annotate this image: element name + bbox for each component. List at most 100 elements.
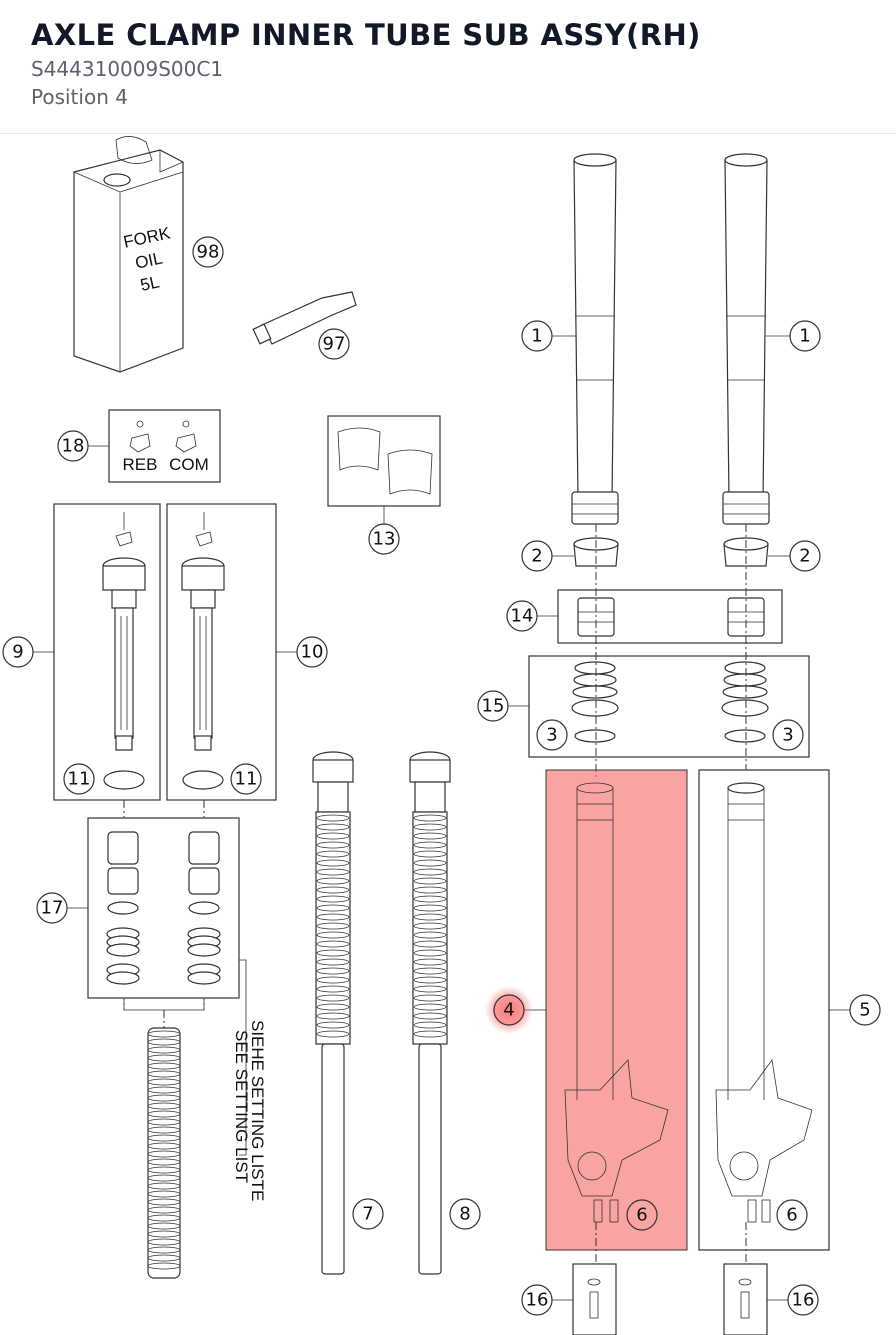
spring-coil (147, 1046, 181, 1054)
callout-11-right[interactable]: 11 (230, 763, 262, 795)
svg-text:18: 18 (62, 436, 85, 457)
seal-box[interactable] (528, 655, 810, 758)
page-title: AXLE CLAMP INNER TUBE SUB ASSY(RH) (31, 18, 701, 52)
cartridge-spring-coil (413, 814, 447, 822)
cartridge-spring-coil (413, 940, 447, 948)
cartridge-spring-coil (413, 859, 447, 867)
svg-text:16: 16 (792, 1290, 815, 1311)
callout-98[interactable]: 98 (192, 236, 224, 268)
adjuster-knobs-box[interactable]: REB COM (108, 409, 221, 483)
callout-13[interactable]: 13 (368, 523, 400, 555)
svg-text:2: 2 (531, 546, 542, 567)
svg-text:13: 13 (373, 529, 396, 550)
callout-14[interactable]: 14 (506, 600, 538, 632)
decal-box[interactable] (327, 415, 441, 507)
callout-9[interactable]: 9 (2, 636, 34, 668)
spring-coil (147, 1182, 181, 1190)
callout-7[interactable]: 7 (352, 1198, 384, 1230)
cartridge-spring-coil (316, 895, 350, 903)
svg-text:3: 3 (546, 725, 557, 746)
svg-text:17: 17 (41, 898, 64, 919)
setting-note-en: SEE SETTING LIST (232, 1030, 251, 1183)
callout-17[interactable]: 17 (36, 892, 68, 924)
inner-tube-assy-rh[interactable] (564, 782, 669, 1223)
spring-coil (147, 1190, 181, 1198)
cartridge-spring-coil (316, 994, 350, 1002)
damper-cartridge-box-right[interactable] (166, 503, 277, 801)
cartridge-spring-coil (316, 859, 350, 867)
spring-coil (147, 1238, 181, 1246)
cartridge-spring-coil (316, 976, 350, 984)
cartridge-spring-coil (413, 1021, 447, 1029)
cartridge-spring-coil (413, 832, 447, 840)
cartridge-spring-coil (413, 823, 447, 831)
spring-coil (147, 1230, 181, 1238)
outer-tube-right[interactable] (722, 153, 770, 525)
spring-coil (147, 1030, 181, 1038)
callout-4[interactable]: 4 (485, 986, 533, 1034)
callout-10[interactable]: 10 (296, 636, 328, 668)
cartridge-spring-coil (316, 841, 350, 849)
cartridge-spring-coil (316, 904, 350, 912)
callout-15[interactable]: 15 (477, 690, 509, 722)
cartridge-spring-coil (316, 877, 350, 885)
grease-tube[interactable] (252, 291, 357, 345)
spring-coil (147, 1254, 181, 1262)
callout-97[interactable]: 97 (318, 328, 350, 360)
svg-text:5: 5 (859, 1000, 870, 1021)
cartridge-spring-coil (316, 814, 350, 822)
cartridge-spring-coil (316, 949, 350, 957)
spring-coil (147, 1142, 181, 1150)
fork-oil-can[interactable]: FORK OIL 5L (73, 136, 184, 373)
callout-11-left[interactable]: 11 (63, 763, 95, 795)
fork-spring[interactable] (147, 1027, 181, 1279)
spring-coil (147, 1206, 181, 1214)
callout-2-left[interactable]: 2 (521, 540, 553, 572)
cartridge-spring-coil (316, 913, 350, 921)
axle-bolt-box-right[interactable] (723, 1263, 768, 1335)
callout-16-right[interactable]: 16 (787, 1284, 819, 1316)
svg-text:9: 9 (12, 642, 23, 663)
callout-16-left[interactable]: 16 (521, 1284, 553, 1316)
cartridge-spring-coil (316, 1021, 350, 1029)
inner-tube-assy-lh[interactable] (698, 769, 830, 1251)
bushing-box[interactable] (557, 589, 783, 644)
callout-18[interactable]: 18 (57, 430, 89, 462)
callout-8[interactable]: 8 (449, 1198, 481, 1230)
cartridge-spring-coil (413, 949, 447, 957)
svg-text:11: 11 (235, 769, 258, 790)
cartridge-spring-coil (316, 832, 350, 840)
cartridge-spring-coil (316, 967, 350, 975)
damper-cartridge-box-left[interactable] (53, 503, 161, 801)
callout-6-left[interactable]: 6 (626, 1199, 658, 1231)
cartridge-spring-coil (413, 841, 447, 849)
callout-2-right[interactable]: 2 (789, 540, 821, 572)
svg-text:11: 11 (68, 769, 91, 790)
spring-coil (147, 1102, 181, 1110)
svg-text:1: 1 (531, 326, 542, 347)
cartridge-spring-coil (413, 967, 447, 975)
spring-coil (147, 1214, 181, 1222)
callout-1-left[interactable]: 1 (521, 320, 553, 352)
svg-text:14: 14 (511, 606, 534, 627)
callout-6-right[interactable]: 6 (776, 1199, 808, 1231)
callout-3-left[interactable]: 3 (536, 719, 568, 751)
spring-coil (147, 1054, 181, 1062)
cartridge-spring-coil (413, 922, 447, 930)
highlight-position-4 (545, 769, 688, 1251)
spring-coil (147, 1198, 181, 1206)
cartridge-spring-coil (316, 1003, 350, 1011)
cartridge-spring-coil (316, 985, 350, 993)
cartridge-spring-coil (413, 895, 447, 903)
callout-1-right[interactable]: 1 (789, 320, 821, 352)
svg-text:6: 6 (636, 1205, 647, 1226)
callout-3-right[interactable]: 3 (772, 719, 804, 751)
cartridge-spring-coil (316, 886, 350, 894)
spacer-kit-box[interactable] (87, 817, 240, 999)
cartridge-spring-coil (413, 1012, 447, 1020)
outer-tube-left[interactable] (571, 153, 619, 525)
cartridge-spring-coil (413, 985, 447, 993)
axle-bolt-box-left[interactable] (572, 1263, 617, 1335)
callout-5[interactable]: 5 (849, 994, 881, 1026)
spring-coil (147, 1078, 181, 1086)
